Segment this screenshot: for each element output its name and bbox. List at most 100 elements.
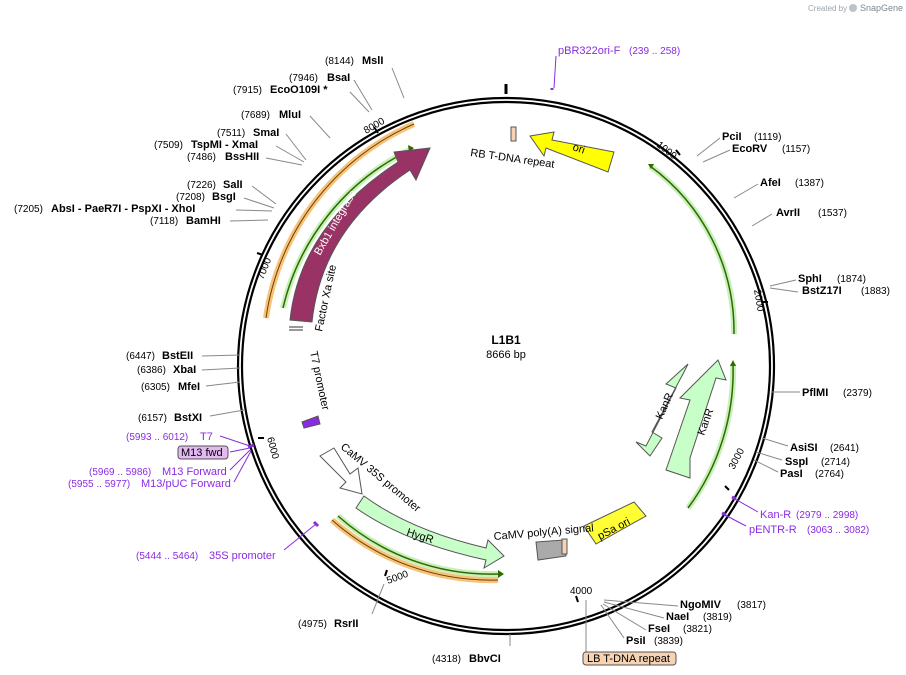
plasmid-size: 8666 bp: [486, 349, 526, 361]
enzyme-name[interactable]: AfeI: [760, 177, 781, 189]
site-leader: [285, 133, 307, 161]
enzyme-name[interactable]: MfeI: [178, 381, 200, 393]
left-enzyme-sites: (8144) MslI (7946) BsaI (7915) EcoO109I …: [14, 55, 511, 665]
site-leader: [309, 115, 331, 139]
enzyme-pos: (7208): [176, 192, 205, 203]
enzyme-pos: (7226): [187, 180, 216, 191]
site-leader: [275, 145, 305, 163]
credit-prefix: Created by: [808, 4, 847, 13]
enzyme-name[interactable]: AbsI - PaeR7I - PspXI - XhoI: [51, 203, 195, 215]
primer-name[interactable]: M13 Forward: [162, 466, 227, 478]
t7-promoter-feature[interactable]: [301, 415, 321, 429]
enzyme-pos: (1157): [782, 144, 810, 155]
tick-label: 6000: [264, 436, 280, 461]
site-leader: [702, 149, 731, 163]
enzyme-name[interactable]: PflMI: [802, 387, 828, 399]
psa-ori-feature[interactable]: [583, 501, 647, 545]
orf-arrowhead: [498, 570, 504, 578]
enzyme-name[interactable]: BamHI: [186, 215, 221, 227]
site-leader: [769, 287, 799, 293]
enzyme-name[interactable]: BstXI: [174, 412, 202, 424]
tick-label: 7000: [256, 256, 275, 281]
enzyme-name[interactable]: BsaI: [327, 72, 350, 84]
kanr-feature-1[interactable]: [635, 363, 689, 457]
polya-feature[interactable]: [535, 539, 567, 561]
enzyme-name[interactable]: NaeI: [666, 611, 689, 623]
enzyme-pos: (1537): [818, 208, 847, 219]
enzyme-name[interactable]: AsiSI: [790, 442, 818, 454]
enzyme-name[interactable]: PasI: [780, 468, 803, 480]
orf-arc: [282, 149, 411, 309]
site-leader: [751, 213, 773, 227]
enzyme-pos: (6447): [126, 351, 155, 362]
lb-label: LB T-DNA repeat: [587, 653, 670, 665]
enzyme-name[interactable]: EcoO109I *: [270, 84, 328, 96]
enzyme-name[interactable]: SalI: [223, 179, 243, 191]
kanr-feature-2[interactable]: [665, 359, 727, 479]
primer-name[interactable]: Kan-R: [760, 509, 791, 521]
enzyme-pos: (3839): [654, 636, 683, 647]
primer-leader: [553, 55, 557, 89]
tick-label: 2000: [751, 289, 766, 313]
enzyme-name[interactable]: SspI: [785, 456, 808, 468]
backbone-inner: [240, 100, 772, 632]
enzyme-name[interactable]: XbaI: [173, 364, 196, 376]
tick-label: 4000: [570, 586, 593, 597]
enzyme-pos: (4975): [298, 619, 327, 630]
enzyme-name[interactable]: EcoRV: [732, 143, 768, 155]
enzyme-name[interactable]: BsgI: [212, 191, 236, 203]
primer-name[interactable]: 35S promoter: [209, 550, 276, 562]
site-leader: [603, 599, 679, 607]
site-leader: [353, 79, 373, 111]
site-leader: [251, 185, 277, 205]
enzyme-name[interactable]: BbvCI: [469, 653, 501, 665]
t7-promoter-label: T7 promoter: [307, 350, 331, 411]
enzyme-name[interactable]: SphI: [798, 273, 822, 285]
enzyme-pos: (2379): [843, 388, 872, 399]
primer-name[interactable]: M13/pUC Forward: [141, 478, 231, 490]
enzyme-name[interactable]: RsrII: [334, 618, 358, 630]
enzyme-pos: (1387): [795, 178, 824, 189]
primer-name[interactable]: pENTR-R: [749, 524, 797, 536]
primer-name[interactable]: pBR322ori-F: [558, 45, 621, 57]
primer-name[interactable]: T7: [200, 431, 213, 443]
enzyme-name[interactable]: BstEII: [162, 350, 193, 362]
lb-badge[interactable]: [582, 651, 677, 666]
site-leader: [733, 183, 759, 199]
enzyme-pos: (7511): [217, 128, 245, 139]
camv35s-feature[interactable]: [319, 447, 363, 495]
site-leader: [201, 354, 241, 357]
enzyme-name[interactable]: SmaI: [253, 127, 279, 139]
hygr-feature[interactable]: [355, 495, 505, 570]
primer-range: (5955 .. 5977): [68, 479, 130, 490]
enzyme-name[interactable]: PsiI: [626, 635, 646, 647]
enzyme-name[interactable]: MslI: [362, 55, 383, 67]
tick-label: 3000: [727, 446, 747, 471]
tick-mark: [575, 595, 579, 603]
primer-range: (5993 .. 6012): [126, 432, 188, 443]
enzyme-name[interactable]: TspMI - XmaI: [191, 139, 258, 151]
site-leader: [696, 137, 721, 157]
m13-fwd-badge[interactable]: [177, 445, 229, 460]
enzyme-name[interactable]: BstZ17I: [802, 285, 842, 297]
site-leader: [761, 437, 789, 447]
primer-range: (2979 .. 2998): [796, 510, 858, 521]
enzyme-name[interactable]: NgoMIV: [680, 599, 722, 611]
ori-label: ori: [571, 141, 586, 156]
enzyme-pos: (2764): [815, 469, 844, 480]
tick-mark: [373, 126, 379, 134]
tick-mark: [256, 252, 264, 256]
enzyme-name[interactable]: MluI: [279, 109, 301, 121]
enzyme-name[interactable]: BssHII: [225, 151, 259, 163]
enzyme-name[interactable]: PciI: [722, 131, 742, 143]
enzyme-name[interactable]: AvrII: [776, 207, 800, 219]
enzyme-name[interactable]: FseI: [648, 623, 670, 635]
rb-feature[interactable]: [510, 126, 517, 142]
site-leader: [769, 279, 797, 287]
bxb1-integrase-feature[interactable]: [289, 147, 431, 323]
enzyme-pos: (2714): [821, 457, 850, 468]
enzyme-pos: (1874): [837, 274, 866, 285]
plasmid-name: L1B1: [491, 333, 521, 347]
ori-feature[interactable]: [529, 131, 615, 173]
lb-feature[interactable]: [561, 538, 568, 555]
